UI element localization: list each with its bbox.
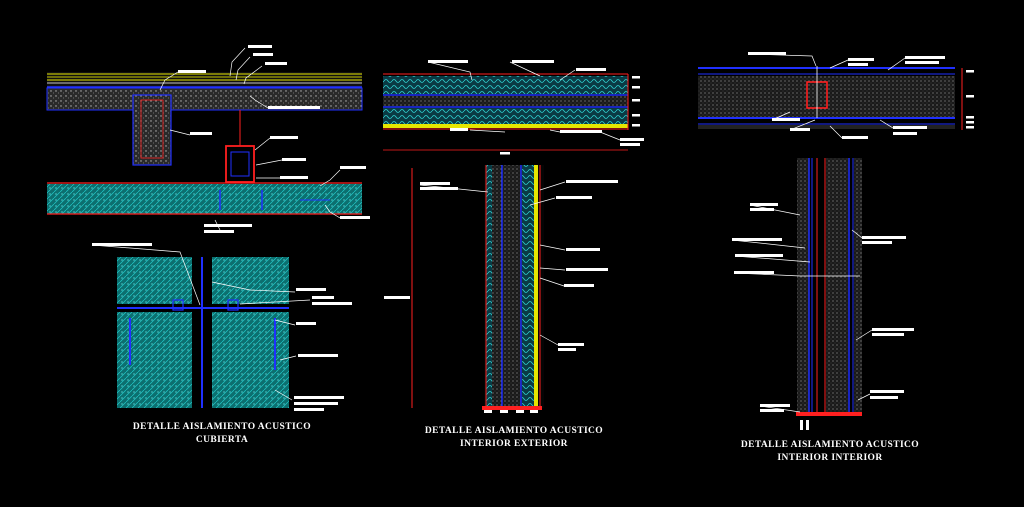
steel-profile	[225, 145, 255, 183]
roof-concrete-slab	[46, 87, 363, 111]
detail-interior-exterior	[383, 60, 644, 413]
title-interior-interior-line-2: INTERIOR INTERIOR	[777, 453, 883, 463]
ii-wall-left	[797, 158, 809, 414]
detail-interior-interior	[698, 52, 974, 430]
title-cubierta-line-2: CUBIERTA	[195, 435, 249, 445]
cubierta-leaders	[159, 47, 341, 231]
title-interior-interior-line-1: DETALLE AISLAMIENTO ACUSTICO	[740, 440, 920, 450]
cubierta-plan-leaders	[91, 244, 311, 401]
cubierta-plan-view	[117, 257, 289, 408]
title-interior-exterior: DETALLE AISLAMIENTO ACUSTICO INTERIOR EX…	[424, 425, 604, 451]
ie-leaders	[419, 61, 621, 346]
detail-cubierta	[46, 45, 370, 411]
title-cubierta-line-1: DETALLE AISLAMIENTO ACUSTICO	[132, 422, 312, 432]
ie-top-layer-1	[383, 76, 628, 94]
ie-label-blocks	[384, 60, 644, 351]
insulation-panel-strip	[47, 184, 362, 214]
ii-label-blocks	[732, 52, 945, 412]
roof-beam	[132, 94, 172, 166]
ie-wall-core	[503, 165, 521, 408]
cubierta-plan-label-blocks	[92, 243, 352, 411]
title-interior-interior: DETALLE AISLAMIENTO ACUSTICO INTERIOR IN…	[735, 439, 925, 465]
ie-top-layer-2	[383, 108, 628, 124]
cubierta-label-blocks	[178, 45, 370, 233]
title-interior-exterior-line-1: DETALLE AISLAMIENTO ACUSTICO	[424, 426, 604, 436]
title-interior-exterior-line-2: INTERIOR EXTERIOR	[460, 439, 568, 449]
ii-wall-core	[826, 158, 848, 414]
title-cubierta: DETALLE AISLAMIENTO ACUSTICO CUBIERTA	[132, 421, 312, 447]
ie-top-core	[383, 96, 628, 106]
